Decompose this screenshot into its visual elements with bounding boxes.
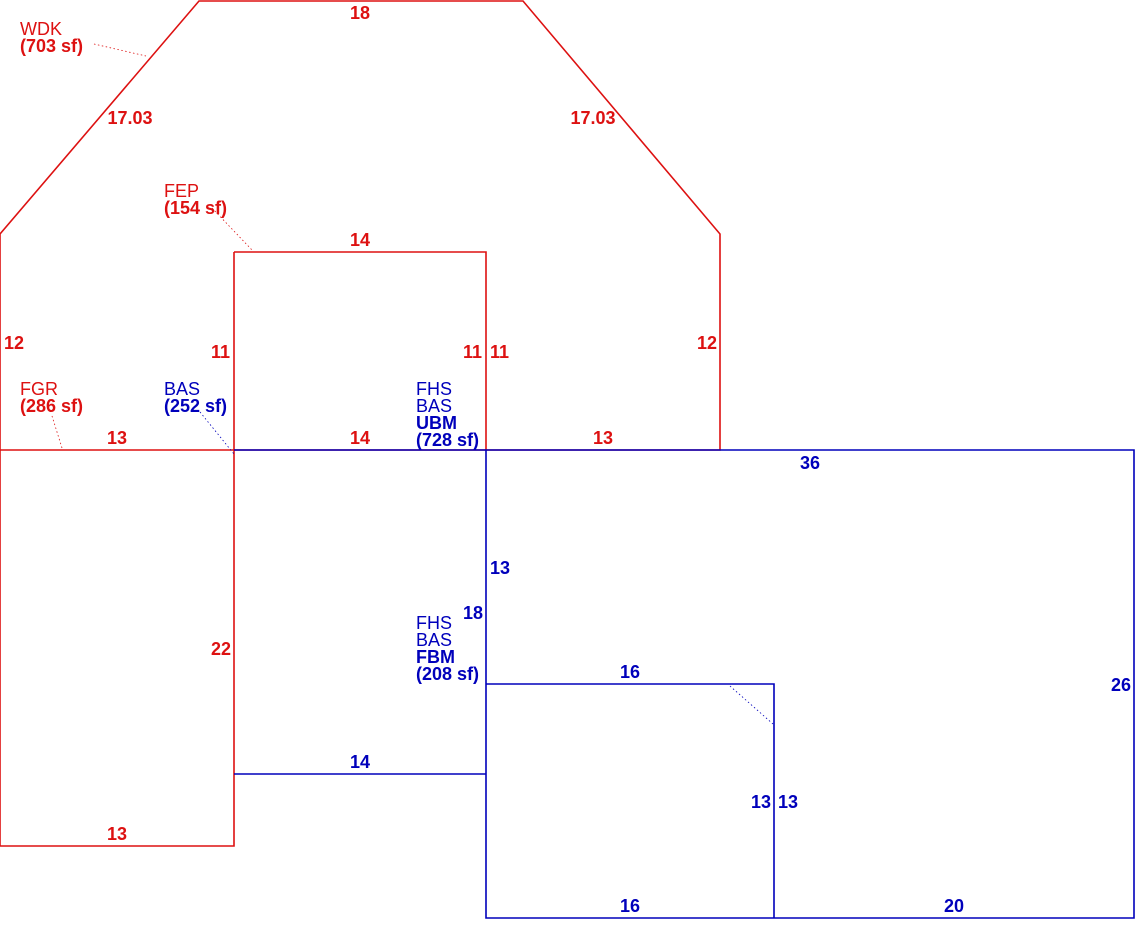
wdk-size: (703 sf) <box>20 36 83 56</box>
dim-fep-right-outer: 11 <box>490 342 509 362</box>
lower-line3: FBM <box>416 647 455 667</box>
dim-fep-top: 14 <box>350 230 370 250</box>
dim-fep-right-inner: 11 <box>463 342 482 362</box>
lower-line2: BAS <box>416 630 452 650</box>
dim-wdk-right-diag: 17.03 <box>570 108 615 128</box>
upper-size: (728 sf) <box>416 430 479 450</box>
dim-inner-bottom: 16 <box>620 896 640 916</box>
bas-code: BAS <box>164 379 200 399</box>
inner-outline <box>486 683 775 918</box>
dim-fep-bottom: 14 <box>350 428 370 448</box>
dim-bas-bottom: 14 <box>350 752 370 772</box>
dim-wdk-top: 18 <box>350 3 370 23</box>
bas-leader <box>199 411 235 455</box>
dim-main-left: 13 <box>490 558 510 578</box>
upper-line2: BAS <box>416 396 452 416</box>
upper-line1: FHS <box>416 379 452 399</box>
dim-fgr-side: 22 <box>211 639 231 659</box>
dim-inner-right-inside: 13 <box>751 792 771 812</box>
dim-fgr-bottom: 13 <box>107 824 127 844</box>
lower-line1: FHS <box>416 613 452 633</box>
dim-wdk-left-diag: 17.03 <box>107 108 152 128</box>
fgr-outline <box>0 450 235 847</box>
upper-line3: UBM <box>416 413 457 433</box>
dim-wdk-bottom-right: 13 <box>593 428 613 448</box>
area-labels: WDK (703 sf) FEP (154 sf) FGR (286 sf) B… <box>20 19 479 684</box>
dim-main-bottom: 20 <box>944 896 964 916</box>
dimension-labels: 18 17.03 17.03 12 12 13 13 14 11 11 11 1… <box>4 3 1131 916</box>
dim-inner-top: 16 <box>620 662 640 682</box>
wdk-leader <box>93 43 147 57</box>
fgr-code: FGR <box>20 379 58 399</box>
dim-main-right: 26 <box>1111 675 1131 695</box>
main-outline <box>485 449 1135 919</box>
lower-size: (208 sf) <box>416 664 479 684</box>
fep-size: (154 sf) <box>164 198 227 218</box>
dim-wdk-right-side: 12 <box>697 333 717 353</box>
dim-fep-left: 11 <box>211 342 230 362</box>
bas-outline <box>234 449 486 775</box>
bas-size: (252 sf) <box>164 396 227 416</box>
dim-main-top: 36 <box>800 453 820 473</box>
dim-bas-side: 18 <box>463 603 483 623</box>
exterior-outlines <box>0 0 721 847</box>
lower-leader <box>729 685 774 725</box>
fgr-size: (286 sf) <box>20 396 83 416</box>
fep-code: FEP <box>164 181 199 201</box>
wdk-outline <box>0 0 721 451</box>
dim-wdk-bottom-left: 13 <box>107 428 127 448</box>
fep-leader <box>211 207 253 251</box>
dim-inner-right-outside: 13 <box>778 792 798 812</box>
fep-outline <box>234 251 487 450</box>
living-outlines <box>234 449 1135 919</box>
leader-lines <box>51 43 774 725</box>
wdk-code: WDK <box>20 19 62 39</box>
dim-wdk-left-side: 12 <box>4 333 24 353</box>
fgr-leader <box>51 415 63 449</box>
